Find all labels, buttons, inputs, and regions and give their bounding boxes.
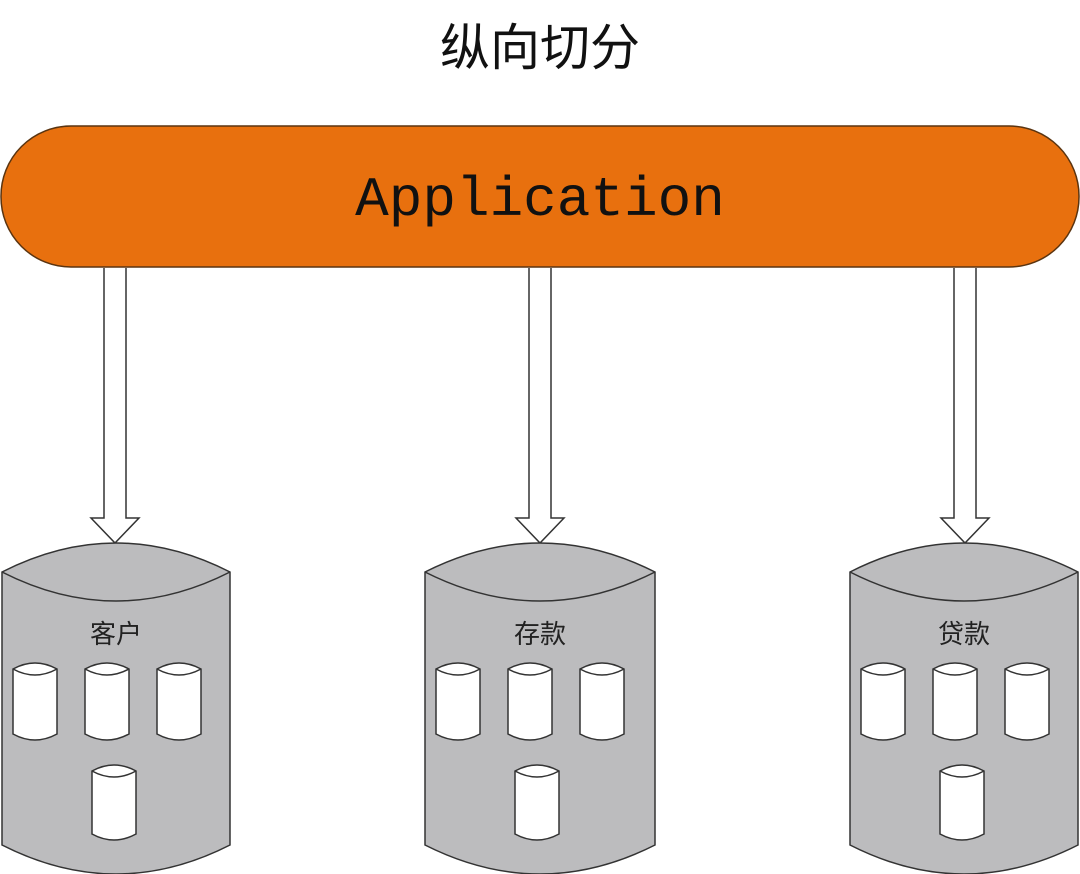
- shard-rim: [435, 668, 481, 676]
- shard-cylinder-icon: [932, 662, 978, 741]
- shard-cylinder-icon: [84, 662, 130, 741]
- down-arrow-icon: [89, 268, 141, 545]
- shard-cylinder-icon: [514, 764, 560, 841]
- database-2: 存款: [424, 268, 656, 874]
- shard-rim: [514, 770, 560, 778]
- down-arrow-icon: [939, 268, 991, 545]
- shard-cylinder-icon: [1004, 662, 1050, 741]
- down-arrow-icon: [514, 268, 566, 545]
- shard-cylinder-icon: [12, 662, 58, 741]
- diagram-title: 纵向切分: [440, 19, 640, 77]
- shard-cylinder-icon: [860, 662, 906, 741]
- shard-rim: [1004, 668, 1050, 676]
- shard-cylinder-icon: [156, 662, 202, 741]
- application-label: Application: [355, 168, 725, 232]
- database-1: 客户: [1, 268, 231, 874]
- shard-rim: [507, 668, 553, 676]
- shard-cylinder-icon: [939, 764, 985, 841]
- shard-rim: [939, 770, 985, 778]
- shard-cylinder-icon: [91, 764, 137, 841]
- database-3: 贷款: [849, 268, 1079, 874]
- shard-rim: [932, 668, 978, 676]
- shard-cylinder-icon: [507, 662, 553, 741]
- shard-rim: [156, 668, 202, 676]
- shard-rim: [579, 668, 625, 676]
- database-label: 贷款: [938, 620, 990, 650]
- shard-rim: [12, 668, 58, 676]
- shard-rim: [860, 668, 906, 676]
- database-top-rim: [1, 571, 231, 602]
- shard-cylinder-icon: [579, 662, 625, 741]
- database-label: 存款: [514, 620, 566, 650]
- shard-rim: [91, 770, 137, 778]
- database-top-rim: [849, 571, 1079, 602]
- shard-rim: [84, 668, 130, 676]
- database-label: 客户: [90, 620, 142, 650]
- shard-cylinder-icon: [435, 662, 481, 741]
- database-top-rim: [424, 571, 656, 602]
- application-bar: [0, 125, 1080, 268]
